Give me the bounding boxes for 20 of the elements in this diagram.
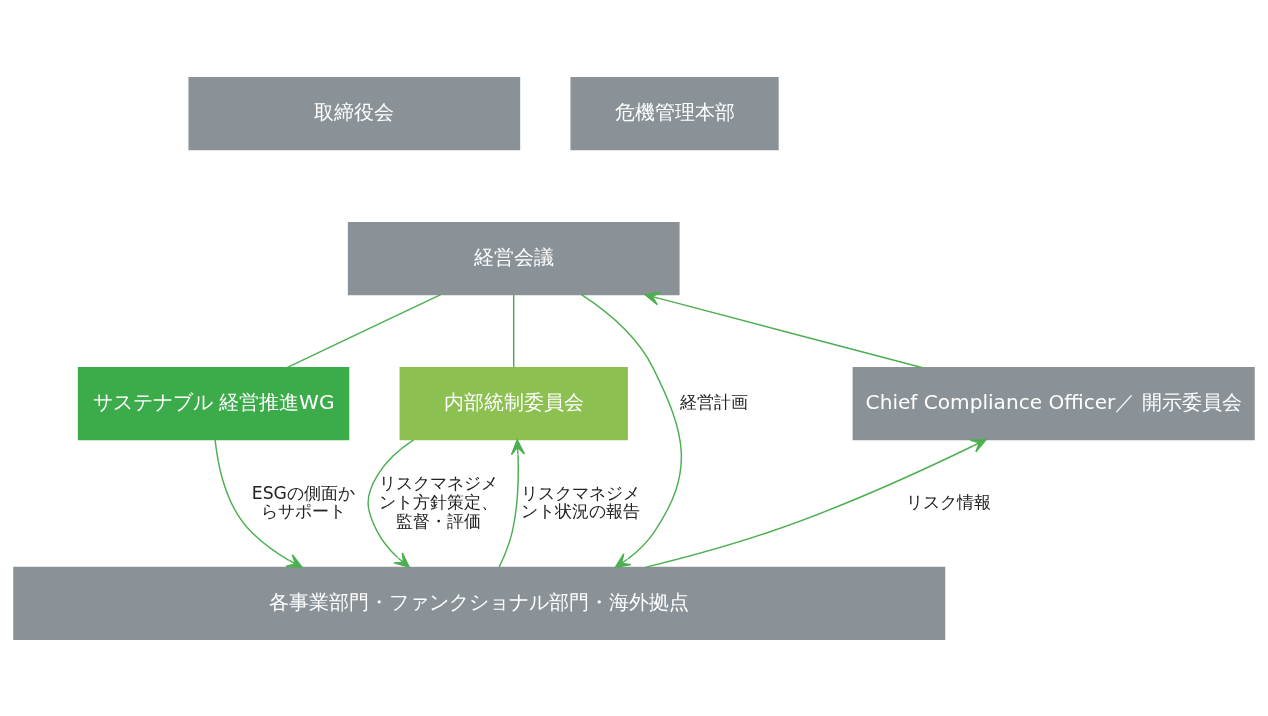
- edge-label: リスクマネジメント状況の報告: [521, 482, 641, 521]
- connector: [285, 293, 442, 368]
- node-box: 経営会議: [347, 221, 680, 295]
- arrow: [214, 438, 303, 568]
- arrow: [644, 438, 987, 568]
- edge-label: リスク情報: [905, 491, 991, 512]
- node-box: 各事業部門・ファンクショナル部門・海外拠点: [13, 566, 946, 640]
- connector: [513, 293, 515, 368]
- node-box: サステナブル 経営推進WG: [77, 366, 350, 440]
- node-box: 内部統制委員会: [399, 366, 628, 440]
- edge-label: ESGの側面からサポート: [251, 482, 355, 521]
- arrow: [580, 293, 682, 568]
- edge-label: リスクマネジメント方針策定、監督・評価: [378, 472, 498, 531]
- arrow: [367, 438, 415, 568]
- arrow: [644, 290, 924, 368]
- arrow: [498, 438, 526, 568]
- node-box: 危機管理本部: [570, 76, 779, 150]
- node-box: Chief Compliance Officer／ 開示委員会: [852, 366, 1255, 440]
- edge-label: 経営計画: [680, 391, 749, 412]
- node-box: 取締役会: [188, 76, 521, 150]
